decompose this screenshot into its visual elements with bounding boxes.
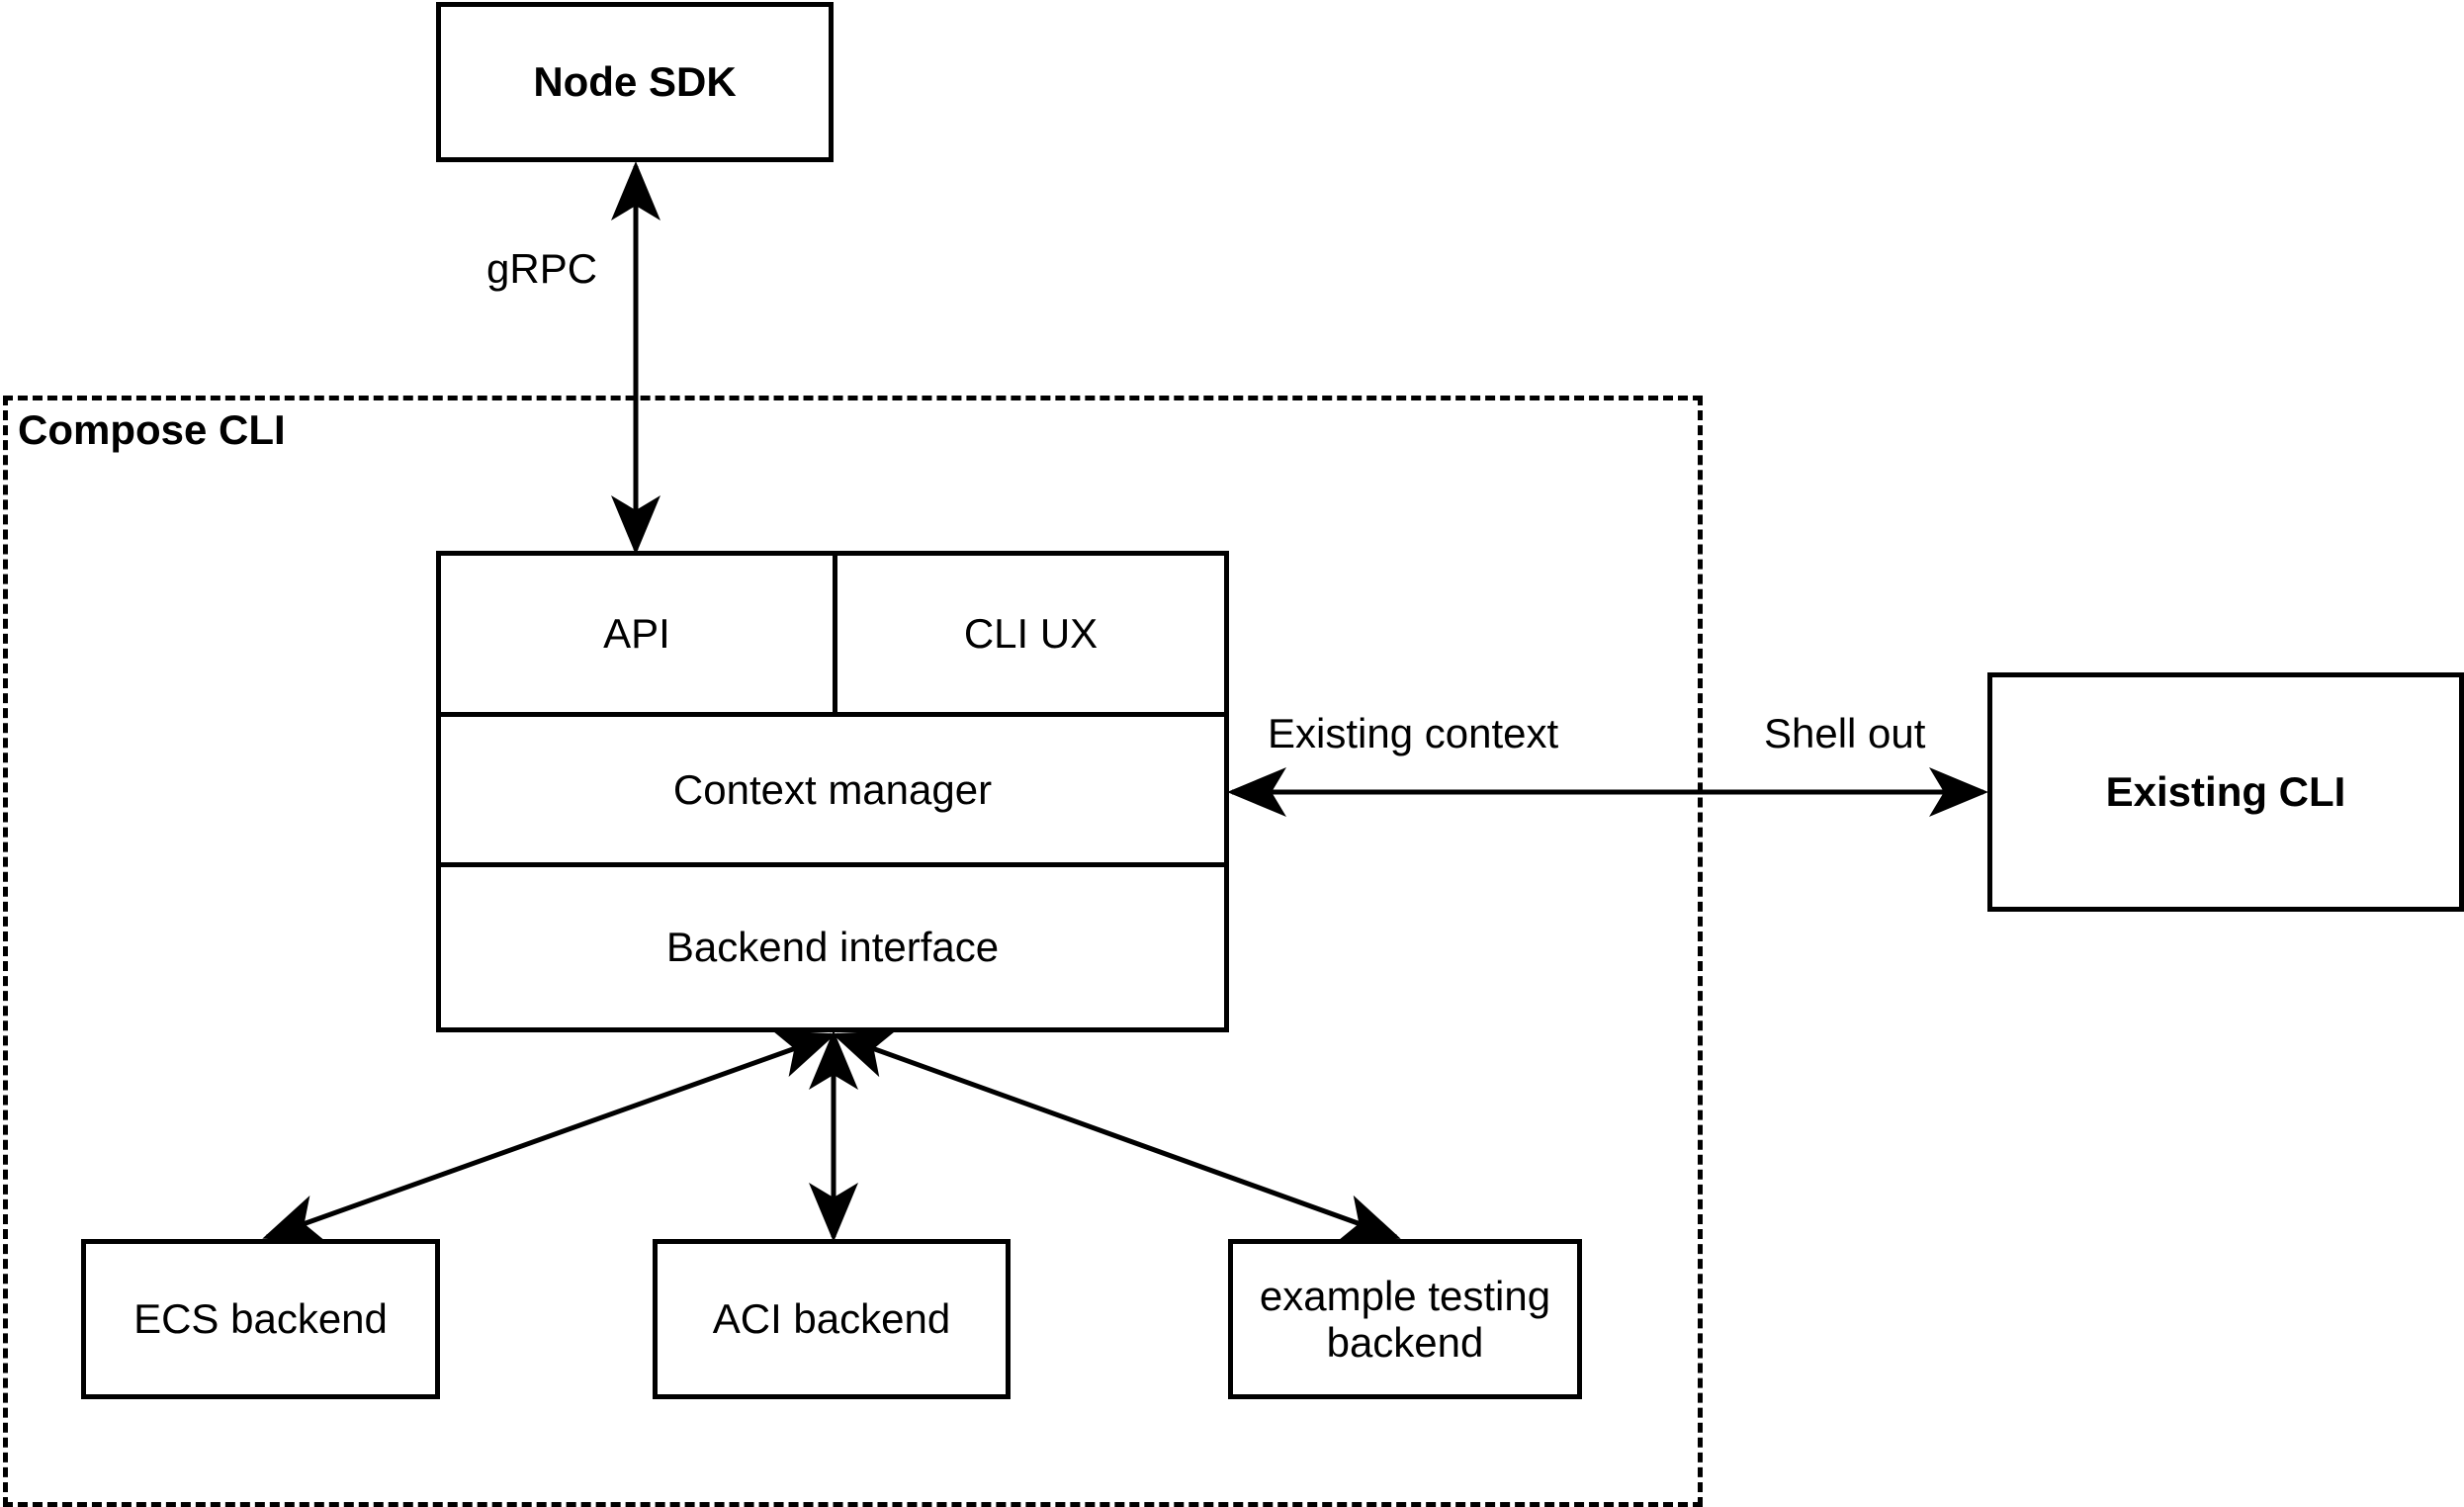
aci-backend-box: ACI backend	[653, 1239, 1011, 1399]
api-label: API	[603, 610, 670, 657]
existing-cli-label: Existing CLI	[2105, 768, 2346, 816]
cli-ux-label: CLI UX	[963, 610, 1099, 657]
example-testing-backend-label-line1: example testing	[1259, 1272, 1551, 1319]
edge-backend-example	[832, 1030, 1401, 1242]
existing-cli-box: Existing CLI	[1987, 672, 2464, 912]
compose-cli-stack: API CLI UX Context manager Backend inter…	[436, 551, 1229, 1032]
backend-interface-label: Backend interface	[665, 924, 1000, 970]
shell-out-edge-label: Shell out	[1764, 710, 1926, 756]
edge-backend-ecs	[262, 1029, 836, 1243]
existing-context-edge-label: Existing context	[1268, 710, 1559, 756]
stack-cell-context-manager: Context manager	[441, 717, 1224, 862]
ecs-backend-label: ECS backend	[133, 1295, 388, 1343]
node-sdk-box: Node SDK	[436, 2, 834, 162]
compose-cli-group-label: Compose CLI	[18, 406, 286, 453]
stack-cell-cli-ux: CLI UX	[833, 556, 1224, 712]
stack-cell-backend-interface: Backend interface	[441, 867, 1224, 1027]
aci-backend-label: ACI backend	[712, 1295, 951, 1343]
stack-row-api-cliux: API CLI UX	[441, 556, 1224, 712]
example-testing-backend-label-line2: backend	[1326, 1319, 1484, 1366]
grpc-edge-label: gRPC	[486, 245, 598, 292]
context-manager-label: Context manager	[672, 765, 993, 813]
stack-cell-api: API	[441, 556, 833, 712]
ecs-backend-box: ECS backend	[81, 1239, 440, 1399]
stack-row-context-manager: Context manager	[441, 712, 1224, 862]
node-sdk-label: Node SDK	[533, 58, 737, 106]
stack-row-backend-interface: Backend interface	[441, 862, 1224, 1027]
